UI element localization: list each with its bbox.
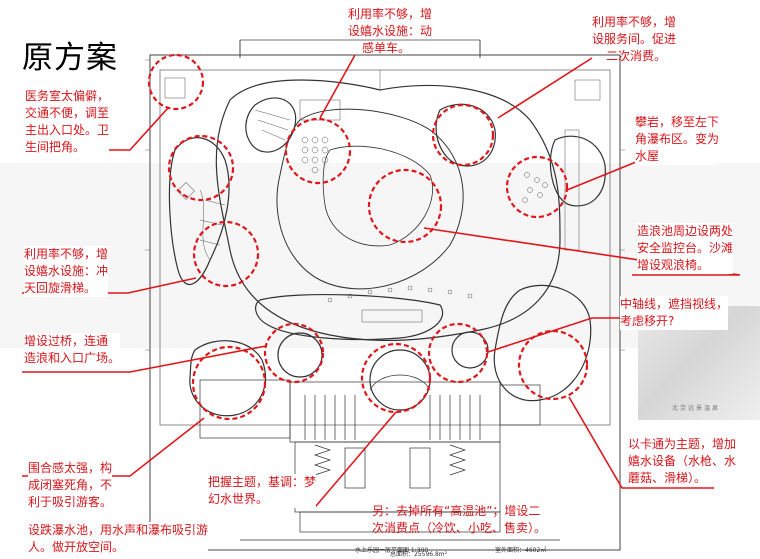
annotation-waterfall: 设跌瀑水池，用水声和瀑布吸引游 人。做开放空间。 [28,522,209,556]
annotation-axis: 中轴线，遮挡视线， 考虑移开? [620,296,729,330]
circle-axis [427,322,489,384]
annotation-top-center: 利用率不够，增 设嬉水设施：动 感单车。 [348,7,433,55]
annotation-bridge: 增设过桥，连通 造浪和入口广场。 [24,333,121,367]
pool-shapes [168,79,606,417]
annotation-theme: 把握主题，基调：梦 幻水世界。 [208,474,317,508]
circle-enclosure [191,345,267,421]
circle-bridge [263,322,325,384]
annotation-extra: 另：去掉所有“高温池”；增设二 次消费点（冷饮、小吃、售卖）。 [372,504,547,535]
plan-caption: 北京远景温泉 [672,405,721,412]
annotation-cartoon: 以卡通为主题，增加 嬉水设备（水枪、水 蘑菇、滑梯）。 [628,436,737,487]
highlight-circles [147,53,589,421]
plan-details [164,70,601,323]
circle-top-center [284,117,352,185]
plan-area-label: 总面积：25596.8m² [390,550,448,558]
circle-left-2 [192,220,260,288]
annotation-climbing: 攀岩，移至左下 角瀑布区。变为 水屋 [635,114,720,165]
annotation-wave-pool: 造浪池周边设两处 安全监控台。沙滩 增设观浪椅。 [637,223,734,274]
circle-left [167,134,235,202]
entrance-building [199,374,560,541]
circle-wave-pool [367,168,443,244]
plan-bottom-label: 水上乐园一层平面图 1:300 [355,546,428,554]
circle-medical [147,53,205,111]
leader-lines [22,54,741,507]
circle-top-right [431,103,495,167]
page-title: 原方案 [22,40,118,76]
annotation-slide: 利用率不够，增 设嬉水设施：冲 天回旋滑梯。 [24,246,109,297]
plan-right-label: 室外面积：4602㎡ [495,546,546,554]
annotation-enclosure: 围合感太强，构 成闭塞死角，不 利于吸引游客。 [28,460,113,511]
circle-right [505,155,569,219]
circle-cartoon [517,329,589,401]
circle-theme [360,342,432,414]
annotation-top-right: 利用率不够，增 设服务间。促进 二次消费。 [592,15,677,63]
dimension-ticks [145,59,625,351]
annotation-medical: 医务室太偏僻， 交通不便，调至 主出入口处。卫 生间把角。 [25,88,110,156]
